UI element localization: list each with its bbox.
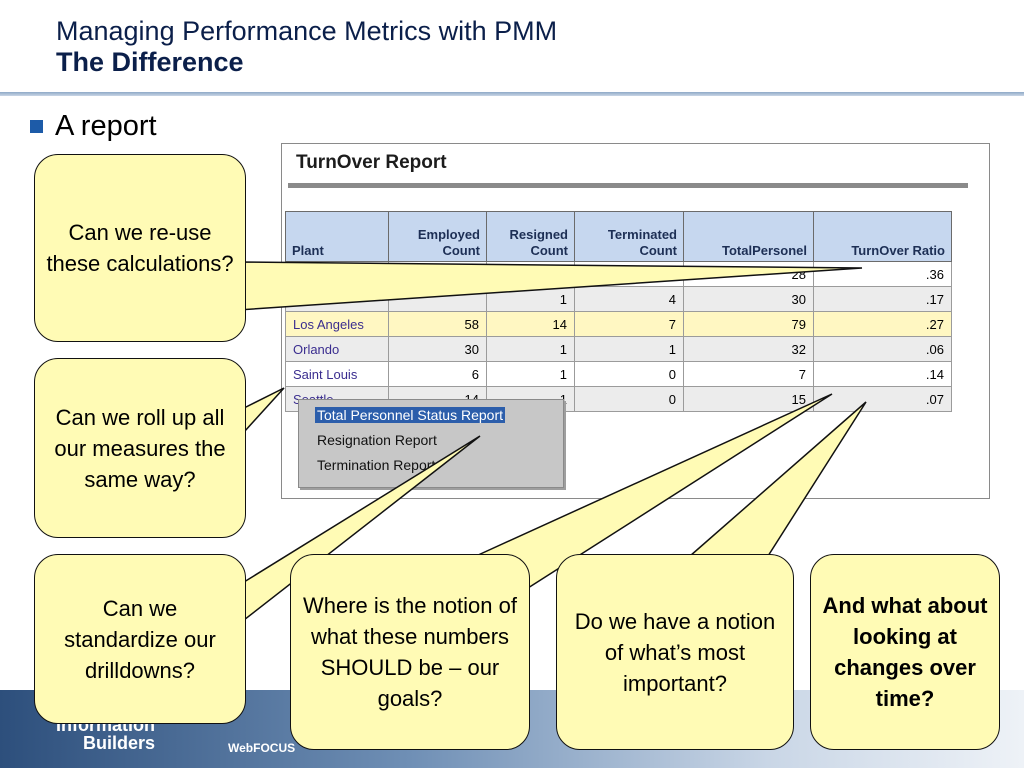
table-cell: .07 [813, 386, 952, 412]
bullet-text: A report [55, 110, 157, 142]
title-divider [0, 92, 1024, 96]
table-cell: 14 [486, 311, 575, 337]
table-cell: 58 [388, 311, 487, 337]
column-header: TurnOver Ratio [813, 211, 952, 262]
slide-title: Managing Performance Metrics with PMM [56, 16, 558, 46]
table-cell: 7 [574, 311, 684, 337]
callout-over-time: And what about looking at changes over t… [810, 554, 1000, 750]
product-name: WebFOCUS [228, 741, 296, 755]
callout-drilldowns: Can we standardize our drilldowns? [34, 554, 246, 724]
table-cell: .06 [813, 336, 952, 362]
report-title: TurnOver Report [296, 152, 447, 173]
square-bullet-icon [30, 120, 43, 133]
table-cell: 30 [683, 286, 814, 312]
logo-line-2: Builders [82, 733, 155, 753]
plant-link[interactable]: Orlando [285, 336, 389, 362]
bullet-item: A report [30, 110, 157, 143]
plant-link[interactable]: Los Angeles [285, 311, 389, 337]
table-row: Los Angeles 58 14 7 79 .27 [285, 311, 952, 337]
table-cell: 0 [574, 386, 684, 412]
slide-subtitle: The Difference [56, 47, 244, 77]
table-cell: .36 [813, 261, 952, 287]
callout-important: Do we have a notion of what’s most impor… [556, 554, 794, 750]
callout-goals: Where is the notion of what these number… [290, 554, 530, 750]
pointer-reuse [237, 261, 863, 311]
column-header: Terminated Count [574, 211, 684, 262]
table-cell: 79 [683, 311, 814, 337]
menu-item-total-personnel[interactable]: Total Personnel Status Report [315, 407, 505, 423]
table-cell: 1 [574, 336, 684, 362]
table-cell: .14 [813, 361, 952, 387]
table-cell: 15 [683, 386, 814, 412]
column-header: Plant [285, 211, 389, 262]
table-cell: 7 [683, 361, 814, 387]
column-header: Resigned Count [486, 211, 575, 262]
callout-reuse: Can we re-use these calculations? [34, 154, 246, 342]
table-row: Orlando 30 1 1 32 .06 [285, 336, 952, 362]
pointer-rollup [243, 387, 285, 434]
menu-item-termination[interactable]: Termination Report [317, 457, 436, 473]
table-cell: .17 [813, 286, 952, 312]
table-cell: 0 [574, 361, 684, 387]
slide-title-block: Managing Performance Metrics with PMM Th… [56, 16, 557, 78]
report-divider [288, 183, 968, 188]
callout-rollup: Can we roll up all our measures the same… [34, 358, 246, 538]
menu-item-resignation[interactable]: Resignation Report [317, 432, 437, 448]
table-cell: 4 [574, 286, 684, 312]
table-cell: 30 [388, 336, 487, 362]
table-cell: 32 [683, 336, 814, 362]
table-header-row: Plant Employed Count Resigned Count Term… [285, 211, 952, 262]
table-row: Saint Louis 6 1 0 7 .14 [285, 361, 952, 387]
